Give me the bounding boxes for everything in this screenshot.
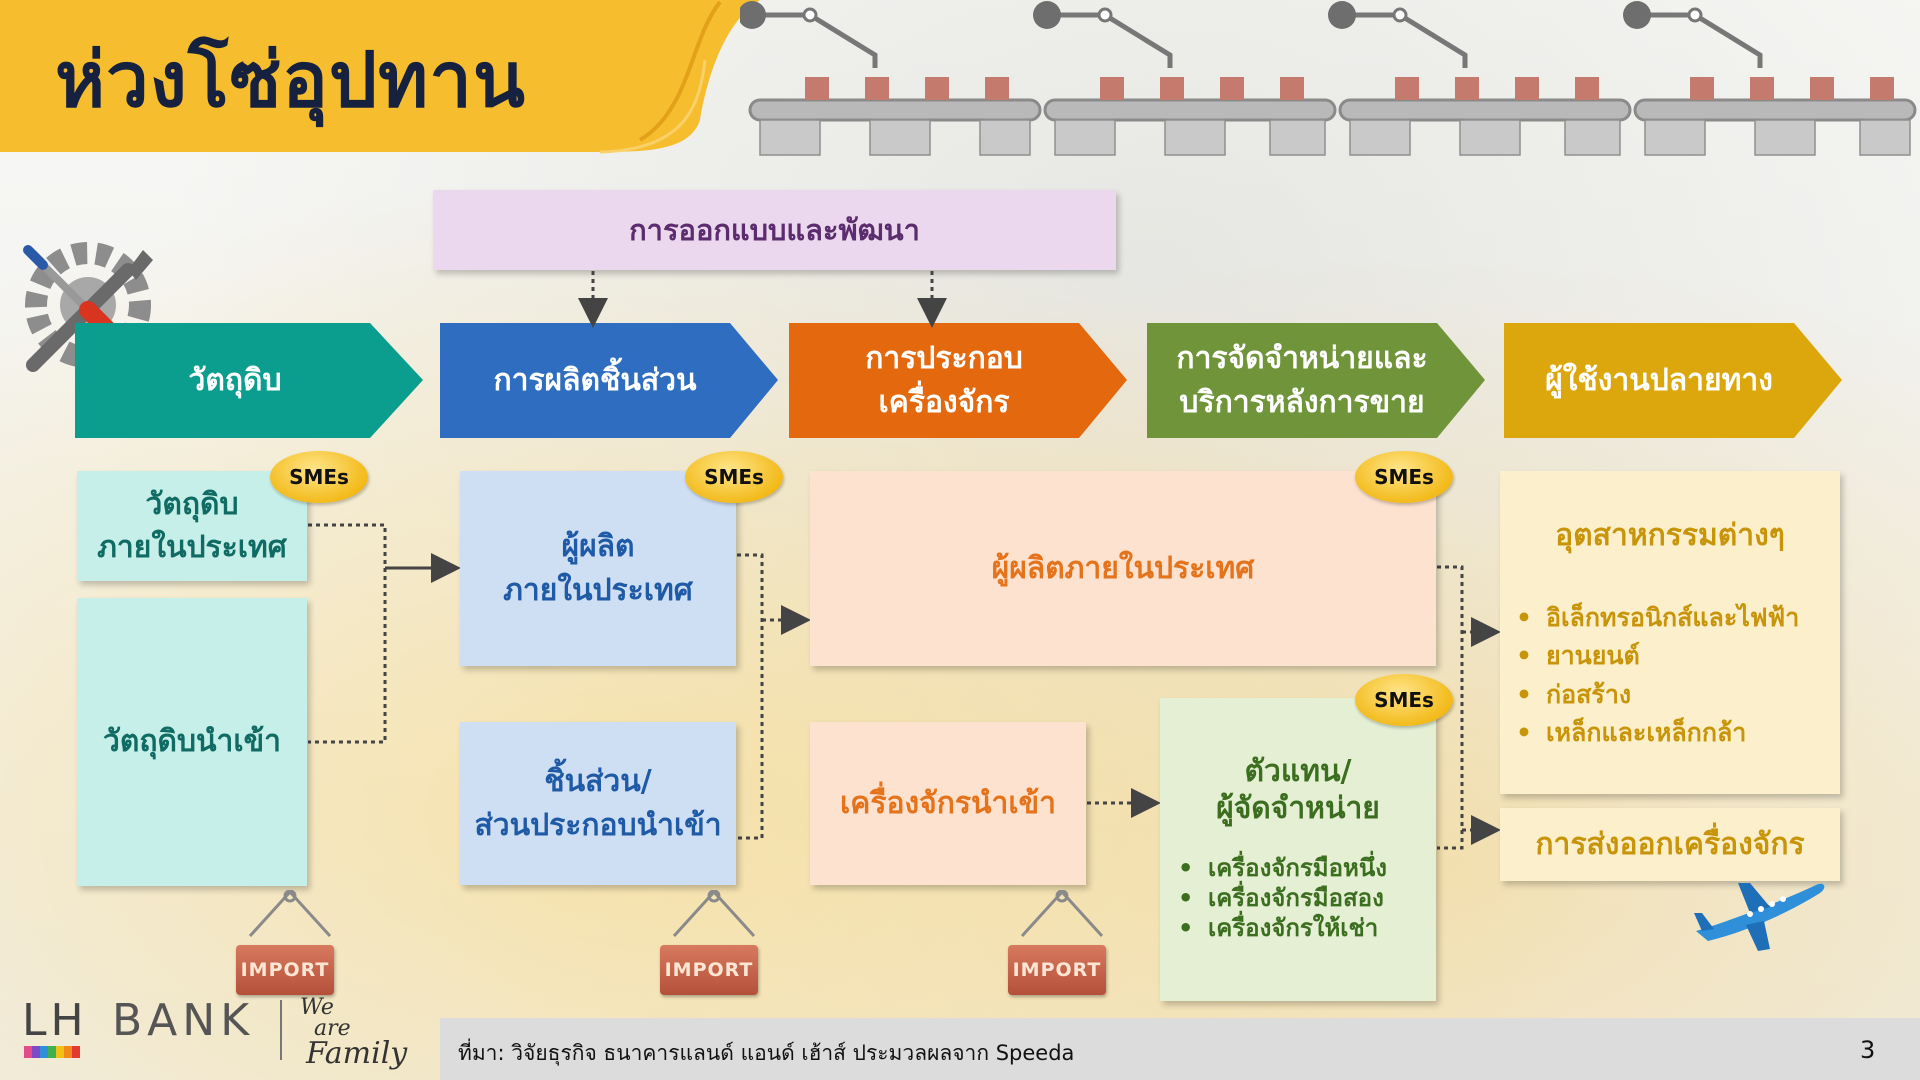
parts-domestic-box: ผู้ผลิต ภายในประเทศ [460,471,736,666]
hanger-icon [672,890,756,938]
logo-divider [280,1000,282,1060]
list-item: อิเล็กทรอนิกส์และไฟฟ้า [1516,599,1836,638]
list-item: เครื่องจักรให้เช่า [1178,913,1428,943]
dealer-line2: ผู้จัดจำหน่าย [1216,791,1380,826]
raw-domestic-line2: ภายในประเทศ [97,530,287,565]
parts-domestic-line2: ภายในประเทศ [503,572,693,608]
stage-end-user-chevron [1504,323,1842,438]
import-tag: IMPORT [1008,945,1106,995]
tagline-line2: are [314,1015,351,1041]
parts-import-line2: ส่วนประกอบนำเข้า [474,807,722,843]
lh-logo: LH [22,995,88,1046]
bank-logo-text: BANK [112,995,255,1046]
dealer-line1: ตัวแทน/ [1244,753,1352,789]
stage-assembly-line2: เครื่องจักร [878,384,1010,420]
parts-import-line1: ชิ้นส่วน/ [544,764,652,799]
raw-domestic-line1: วัตถุดิบ [145,486,239,522]
stage-distribution-chevron [1147,323,1485,438]
stage-parts-chevron [440,323,778,438]
page-title: ห่วงโซ่อุปทาน [55,35,526,124]
list-item: ก่อสร้าง [1516,676,1836,715]
parts-import-box: ชิ้นส่วน/ ส่วนประกอบนำเข้า [460,722,736,885]
dealer-title: ตัวแทน/ ผู้จัดจำหน่าย [1160,750,1436,830]
tagline-logo: We are Family [300,995,408,1071]
stage-distribution-line1: การจัดจำหน่ายและ [1176,341,1428,376]
assembly-domestic-box: ผู้ผลิตภายในประเทศ [810,471,1436,666]
hanger-icon [1020,890,1104,938]
raw-domestic-box: วัตถุดิบ ภายในประเทศ [77,471,307,581]
raw-import-box: วัตถุดิบนำเข้า [77,598,307,886]
stage-assembly-label: การประกอบ เครื่องจักร [799,323,1089,438]
stage-assembly-chevron [789,323,1127,438]
list-item: เหล็กและเหล็กกล้า [1516,714,1836,753]
stage-raw-material-chevron [75,323,423,438]
logo-color-strip [24,1046,80,1058]
conveyor-icon [740,1,1917,156]
stage-assembly-line1: การประกอบ [865,341,1023,376]
sme-badge: SMEs [1355,451,1453,503]
list-item: เครื่องจักรมือสอง [1178,883,1428,913]
import-tag: IMPORT [236,945,334,995]
design-development-box: การออกแบบและพัฒนา [433,190,1116,270]
title-banner [0,0,760,154]
industries-title: อุตสาหกรรมต่างๆ [1555,518,1785,554]
tagline-line3: Family [306,1035,408,1071]
industries-box: อุตสาหกรรมต่างๆ อิเล็กทรอนิกส์และไฟฟ้า ย… [1500,471,1840,794]
sme-badge: SMEs [1355,674,1453,726]
dealer-box: ตัวแทน/ ผู้จัดจำหน่าย เครื่องจักรมือหนึ่… [1160,698,1436,1001]
stage-distribution-line2: บริการหลังการขาย [1179,384,1425,420]
tagline-line1: We [300,995,334,1020]
stage-distribution-label: การจัดจำหน่ายและ บริการหลังการขาย [1157,323,1447,438]
footer-bar [440,1018,1920,1080]
sme-badge: SMEs [685,451,783,503]
list-item: เครื่องจักรมือหนึ่ง [1178,853,1428,883]
machine-import-box: เครื่องจักรนำเข้า [810,722,1086,885]
list-item: ยานยนต์ [1516,637,1836,676]
industries-list: อิเล็กทรอนิกส์และไฟฟ้า ยานยนต์ ก่อสร้าง … [1516,599,1836,752]
source-note: ที่มา: วิจัยธุรกิจ ธนาคารแลนด์ แอนด์ เฮ้… [458,1041,1075,1065]
hanger-icon [248,890,332,938]
export-box: การส่งออกเครื่องจักร [1500,808,1840,881]
robot-arm-icon [760,12,1763,68]
parts-domestic-line1: ผู้ผลิต [561,529,635,564]
airplane-icon [1694,883,1825,951]
stage-end-user-label: ผู้ใช้งานปลายทาง [1545,362,1773,398]
page-number: 3 [1860,1036,1876,1064]
import-tag: IMPORT [660,945,758,995]
dealer-list: เครื่องจักรมือหนึ่ง เครื่องจักรมือสอง เค… [1178,853,1428,943]
stage-raw-material-label: วัตถุดิบ [188,362,282,398]
stage-parts-label: การผลิตชิ้นส่วน [493,362,697,398]
sme-badge: SMEs [270,451,368,503]
